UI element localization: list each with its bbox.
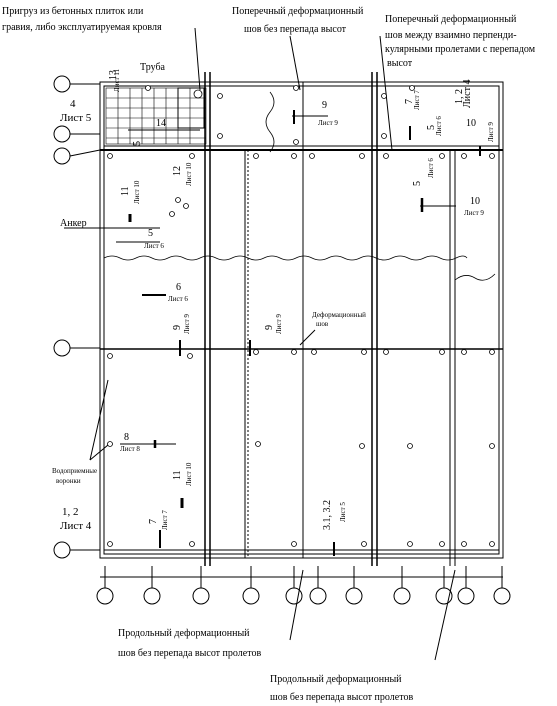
callout-9a: 9 (322, 100, 327, 111)
note-long-b-1: Продольный деформационный (270, 674, 402, 685)
note-perp-4: высот (387, 58, 413, 69)
callout-7b-sheet: Лист 7 (161, 510, 169, 530)
callout-5c: 5 (148, 228, 153, 239)
callout-12a-sheet: Лист 4 (462, 79, 473, 108)
axis-bubble-4 (53, 339, 71, 357)
note-drains-1: Водоприемные (52, 467, 98, 475)
callout-5c-sheet: Лист 6 (144, 242, 164, 250)
callout-7b: 7 (148, 519, 159, 524)
callout-9b-sheet: Лист 9 (183, 314, 191, 334)
axis-bubbles-bottom (96, 566, 511, 605)
note-long-b-2: шов без перепада высот пролетов (270, 692, 414, 703)
callout-7a-sheet: Лист 7 (413, 90, 421, 110)
callout-5d-sheet: Лист 6 (427, 158, 435, 178)
callout-9a-sheet: Лист 9 (318, 119, 338, 127)
callout-9c: 9 (264, 325, 275, 330)
callout-5d: 5 (412, 181, 423, 186)
callout-11a: 11 (120, 186, 131, 196)
pipe-box (177, 87, 205, 129)
note-drains-2: воронки (56, 477, 81, 485)
ballast-grid (105, 87, 207, 145)
callout-31-sheet: Лист 5 (339, 502, 347, 522)
callout-4-sheet: Лист 5 (60, 112, 92, 124)
note-pipe: Труба (140, 62, 165, 73)
note-ballast-2: гравия, либо эксплуатируемая кровля (2, 22, 162, 33)
note-transverse-1: Поперечный деформационный (232, 6, 364, 17)
callout-11b: 11 (172, 470, 183, 480)
break-line-middle (103, 255, 468, 261)
callout-10a-sheet: Лист 9 (487, 122, 495, 142)
note-deform-joint-1: Деформационный (312, 311, 366, 319)
note-perp-3: кулярными пролетами с перепадом (385, 44, 536, 55)
axis-bubble-3 (53, 147, 71, 165)
callout-12: 12 (172, 166, 183, 176)
callout-8-sheet: Лист 8 (120, 445, 140, 453)
roof-inner-frame (103, 85, 500, 555)
callout-5b-sheet: Лист 6 (435, 116, 443, 136)
callout-5a: 5 (132, 141, 143, 146)
note-ballast-1: Пригруз из бетонных плиток или (2, 6, 144, 17)
note-perp-1: Поперечный деформационный (385, 14, 517, 25)
axis-bubble-5 (53, 541, 71, 559)
fastener-circles (107, 85, 495, 547)
callout-8: 8 (124, 432, 129, 443)
callout-12b: 1, 2 (62, 506, 79, 518)
roof-outer-frame (99, 81, 504, 559)
callout-10b-sheet: Лист 9 (464, 209, 484, 217)
callout-11b-sheet: Лист 10 (185, 462, 193, 486)
callout-10b: 10 (470, 196, 480, 207)
callout-13-sheet: Лист 11 (113, 68, 121, 92)
pipe-circle (193, 89, 203, 99)
note-deform-joint-2: шов (316, 320, 329, 328)
note-anchor: Анкер (60, 218, 87, 229)
callout-12-sheet: Лист 10 (185, 162, 193, 186)
callout-10a: 10 (466, 118, 476, 129)
callout-6-sheet: Лист 6 (168, 295, 188, 303)
callout-6: 6 (176, 282, 181, 293)
note-perp-2: шов между взаимно перпенди- (385, 30, 517, 41)
callout-14: 14 (156, 118, 166, 129)
callout-11a-sheet: Лист 10 (133, 180, 141, 204)
callout-12b-sheet: Лист 4 (60, 520, 92, 532)
callout-4: 4 (70, 98, 76, 110)
note-long-a-2: шов без перепада высот пролетов (118, 648, 262, 659)
axis-bubble-1 (53, 75, 71, 93)
note-transverse-2: шов без перепада высот (244, 24, 347, 35)
callout-9b: 9 (172, 325, 183, 330)
callout-9c-sheet: Лист 9 (275, 314, 283, 334)
axis-bubble-2 (53, 125, 71, 143)
section-markers (116, 110, 500, 556)
callout-31: 3.1, 3.2 (322, 500, 333, 530)
note-long-a-1: Продольный деформационный (118, 628, 250, 639)
